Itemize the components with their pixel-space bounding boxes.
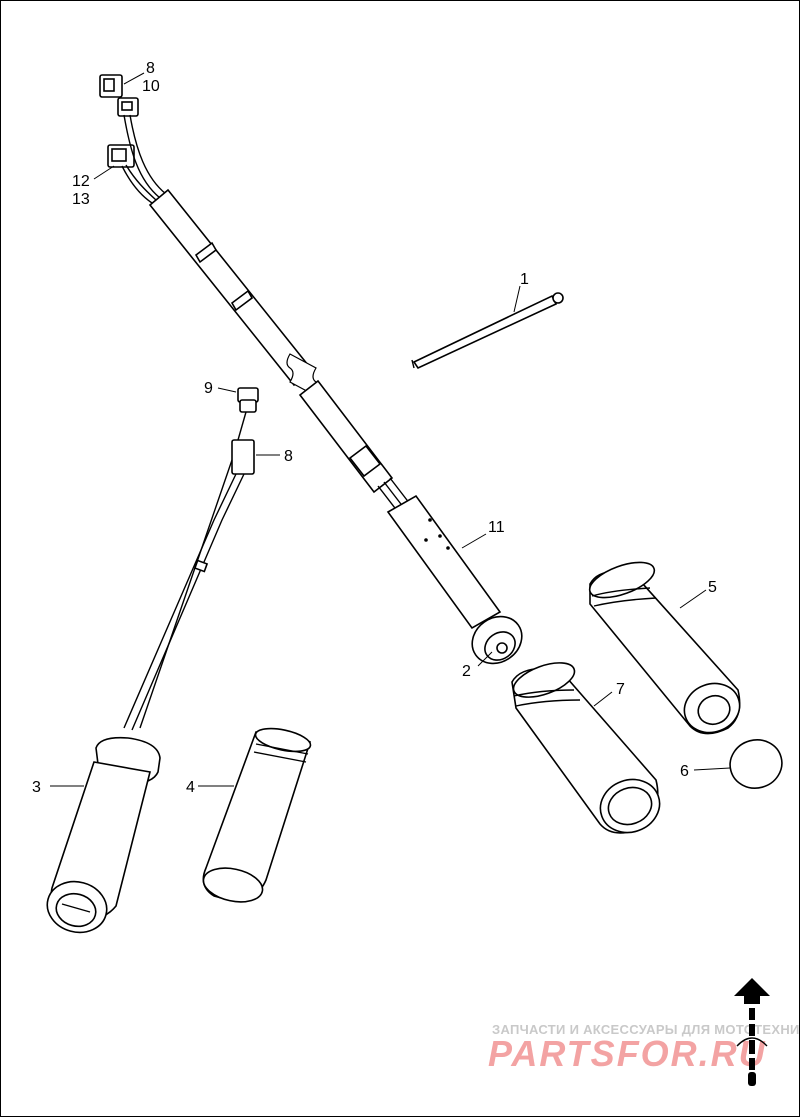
callout-1: 1 [520,271,529,288]
callout-6: 6 [680,763,689,780]
heated-grip-wiring [123,387,259,731]
callout-3: 3 [32,779,41,796]
callout-2: 2 [462,663,471,680]
callout-11: 11 [488,519,505,536]
grip-7 [511,662,661,834]
callout-13: 13 [72,191,90,208]
callout-10: 10 [142,78,160,95]
harness-assembly [99,74,523,665]
grip-sleeve-4 [202,727,312,903]
callouts: 1 2 3 4 5 6 7 8 10 12 13 9 8 11 [32,60,717,796]
callout-8-top: 8 [146,60,155,77]
front-arrow-icon [734,978,770,1086]
connector-8-10 [99,74,139,117]
heated-grip-left [46,736,161,934]
watermark: ЗАПЧАСТИ И АКСЕССУАРЫ ДЛЯ МОТОТЕХНИКИ PA… [488,1022,800,1074]
cable-tie [411,292,564,370]
leader-lines [50,72,731,787]
callout-5: 5 [708,579,717,596]
grip-5 [588,561,741,735]
end-cap-6 [729,739,783,789]
watermark-brand: PARTSFOR.RU [488,1033,767,1074]
connector-12-13 [107,144,135,168]
callout-9: 9 [204,380,213,397]
watermark-caption: ЗАПЧАСТИ И АКСЕССУАРЫ ДЛЯ МОТОТЕХНИКИ [492,1022,800,1037]
callout-7: 7 [616,681,625,698]
callout-8-mid: 8 [284,448,293,465]
callout-12: 12 [72,173,90,190]
callout-4: 4 [186,779,195,796]
